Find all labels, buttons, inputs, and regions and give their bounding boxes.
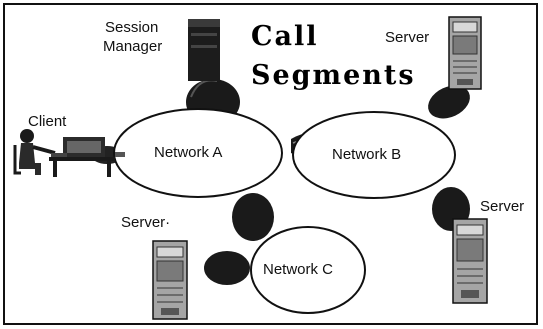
network-b-label: Network B	[332, 146, 402, 163]
segment-network-a-to-network-c	[232, 193, 274, 241]
segment-network-c-to-server-bottom	[204, 251, 250, 285]
session-manager-label-line-1: Session	[105, 19, 159, 36]
session-manager-device-icon	[188, 19, 220, 81]
server-top-icon	[448, 16, 482, 90]
server-right-label: Server	[480, 198, 525, 215]
call-segments-diagram	[13, 16, 488, 320]
session-manager-label-line-2: Manager	[103, 38, 163, 55]
server-right-icon	[452, 218, 488, 304]
network-a-label: Network A	[154, 144, 223, 161]
server-top-label: Server	[385, 29, 430, 46]
server-bottom-label: Server·	[121, 214, 171, 231]
diagram-title-line-1: Call	[251, 21, 319, 52]
network-c-label: Network C	[263, 261, 334, 278]
network-a-ellipse	[113, 108, 283, 198]
diagram-frame: Call Segments Session Manager Client Ser…	[3, 3, 538, 325]
client-label: Client	[28, 113, 67, 130]
server-bottom-icon	[152, 240, 188, 320]
network-c-ellipse	[250, 226, 366, 314]
client-workstation-icon	[13, 129, 125, 177]
network-b-ellipse	[292, 111, 456, 199]
segment-network-b-to-server-top	[428, 85, 470, 119]
diagram-title-line-2: Segments	[251, 60, 416, 91]
